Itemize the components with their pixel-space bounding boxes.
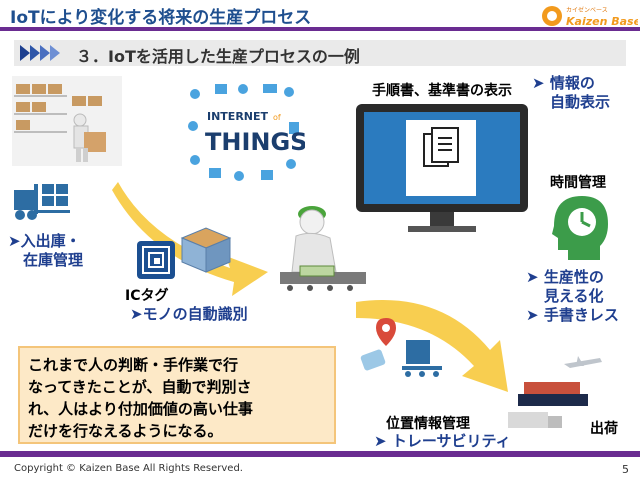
chevron-right-icon: ➤	[8, 232, 21, 250]
chevron-right-icon: ➤	[374, 432, 387, 450]
traceability-label: ➤ トレーサビリティ	[374, 432, 511, 450]
manual-display-label: 手順書、基準書の表示	[372, 83, 512, 99]
inout-stock-label: ➤入出庫・ 在庫管理	[8, 232, 84, 269]
productivity-label: ➤ 生産性の 見える化 ➤ 手書きレス	[526, 268, 619, 324]
svg-text:of: of	[273, 113, 281, 122]
title-divider	[0, 27, 640, 31]
chevron-arrows-icon	[20, 45, 60, 61]
section-heading: ３．IoTを活用した生産プロセスの一例	[76, 47, 360, 66]
copyright-text: Copyright © Kaizen Base All Rights Reser…	[14, 463, 243, 474]
forklift-icon	[14, 184, 70, 220]
svg-text:THINGS: THINGS	[205, 128, 305, 156]
time-management-label: 時間管理	[550, 175, 606, 191]
factory-worker-image	[280, 206, 366, 291]
chevron-right-icon: ➤	[526, 268, 539, 286]
tagged-boxes-icon	[180, 227, 232, 273]
info-auto-display-label: ➤ 情報の 自動表示	[532, 74, 611, 111]
subtitle-band: ３．IoTを活用した生産プロセスの一例	[14, 40, 626, 66]
clock-head-icon	[552, 196, 608, 260]
auto-identify-label: ➤モノの自動識別	[130, 305, 248, 323]
shipping-label: 出荷	[590, 421, 618, 437]
shipping-transport-image	[508, 356, 602, 428]
warehouse-worker-image	[12, 76, 122, 166]
footer-divider	[0, 451, 640, 457]
page-title: IoTにより変化する将来の生産プロセス	[10, 8, 312, 28]
svg-text:INTERNET: INTERNET	[207, 110, 269, 123]
summary-note: これまで人の判断・手作業で行 なってきたことが、自動で判別さ れ、人はより付加価…	[18, 346, 336, 444]
page-number: 5	[622, 463, 629, 476]
location-tracking-icon	[360, 318, 442, 377]
monitor-display	[356, 104, 528, 232]
chevron-right-icon: ➤	[526, 306, 539, 324]
svg-text:Kaizen Base: Kaizen Base	[566, 15, 638, 28]
location-info-label: 位置情報管理	[386, 416, 470, 432]
ic-tag-label: ICタグ	[125, 288, 169, 304]
chevron-right-icon: ➤	[130, 305, 143, 323]
internet-of-things-graphic: INTERNET of THINGS	[188, 84, 305, 181]
document-icon	[423, 127, 459, 167]
chevron-right-icon: ➤	[532, 74, 545, 92]
ic-tag-icon	[137, 241, 175, 279]
brand-logo: カイゼンベース Kaizen Base	[540, 3, 640, 29]
svg-text:カイゼンベース: カイゼンベース	[566, 6, 608, 14]
